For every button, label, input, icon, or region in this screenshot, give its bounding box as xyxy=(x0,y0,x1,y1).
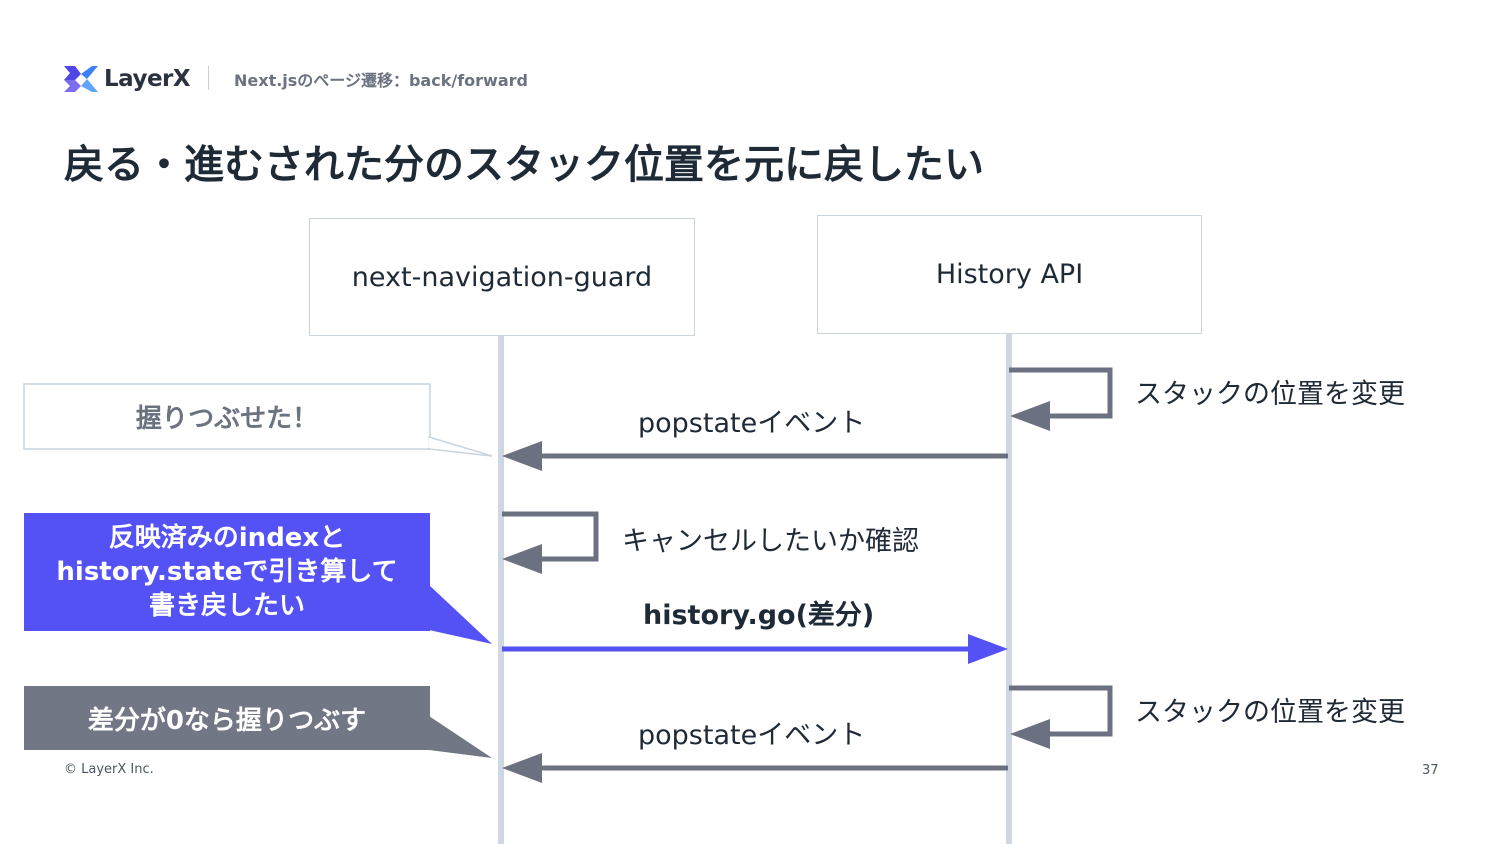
note-squash: 握りつぶせた！ xyxy=(135,404,319,434)
lifeline-right xyxy=(1006,334,1012,844)
actor-right-box: History API xyxy=(817,215,1202,334)
brand-logo: LayerX xyxy=(64,62,191,96)
note-rewrite-shape xyxy=(24,513,492,644)
note-rewrite: 反映済みのindexと history.stateで引き算して 書き戻したい xyxy=(24,513,430,631)
actor-left-box: next-navigation-guard xyxy=(309,218,695,336)
note-zero-shape xyxy=(24,686,492,758)
history-go-arrow xyxy=(502,634,1008,664)
layerx-logo-icon xyxy=(64,66,98,92)
popstate-arrow-1 xyxy=(502,441,1008,471)
label-history-go: history.go(差分) xyxy=(643,600,875,631)
brand-name: LayerX xyxy=(104,66,191,92)
label-self-change-1: スタックの位置を変更 xyxy=(1135,379,1405,410)
footer-copyright: © LayerX Inc. xyxy=(64,762,154,777)
page-number: 37 xyxy=(1422,763,1439,778)
note-squash-shape xyxy=(23,383,493,457)
self-loop-right-2 xyxy=(1009,685,1113,749)
actor-right-label: History API xyxy=(935,259,1084,290)
header-divider xyxy=(208,66,209,90)
label-self-change-2: スタックの位置を変更 xyxy=(1135,697,1405,728)
self-loop-right-1 xyxy=(1009,367,1113,431)
note-rewrite-line-3: 書き戻したい xyxy=(148,591,305,621)
note-rewrite-line-1: 反映済みのindexと xyxy=(108,523,346,553)
page-title: 戻る・進むされた分のスタック位置を元に戻したい xyxy=(64,142,984,188)
label-self-check: キャンセルしたいか確認 xyxy=(622,526,919,557)
note-rewrite-line-2: history.stateで引き算して xyxy=(56,557,398,587)
label-popstate-1: popstateイベント xyxy=(638,408,866,439)
note-zero: 差分が0なら握りつぶす xyxy=(87,705,367,736)
label-popstate-2: popstateイベント xyxy=(638,720,866,751)
breadcrumb: Next.jsのページ遷移：back/forward xyxy=(234,71,528,90)
actor-left-label: next-navigation-guard xyxy=(351,261,653,293)
self-loop-left xyxy=(502,511,599,574)
lifeline-left xyxy=(498,336,504,844)
popstate-arrow-2 xyxy=(502,753,1008,783)
